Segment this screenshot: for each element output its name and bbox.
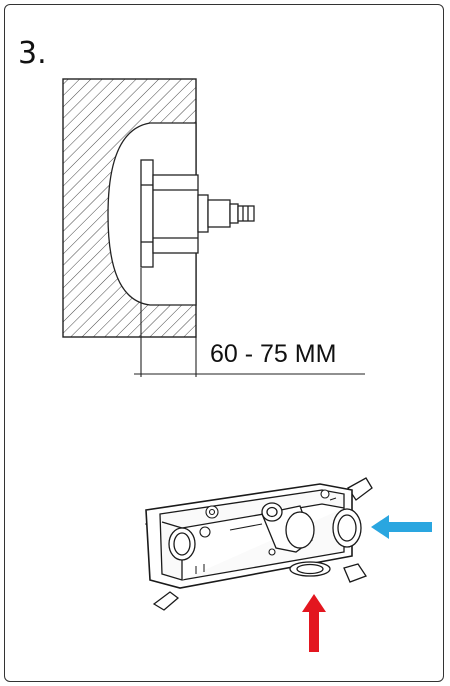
box-details bbox=[195, 497, 337, 574]
bottom-inlet-port bbox=[289, 561, 331, 577]
depth-dimension-label: 60 - 75 MM bbox=[210, 340, 337, 368]
arrow-up-icon bbox=[302, 594, 326, 652]
mounting-screws bbox=[199, 489, 330, 556]
right-inlet-port bbox=[332, 508, 362, 548]
step-number: 3. bbox=[18, 36, 47, 71]
arrow-left-icon bbox=[371, 515, 432, 539]
valve-body bbox=[140, 159, 255, 268]
valve-cartridge bbox=[261, 502, 315, 553]
dimension-lines bbox=[134, 268, 365, 377]
left-port bbox=[168, 527, 196, 561]
